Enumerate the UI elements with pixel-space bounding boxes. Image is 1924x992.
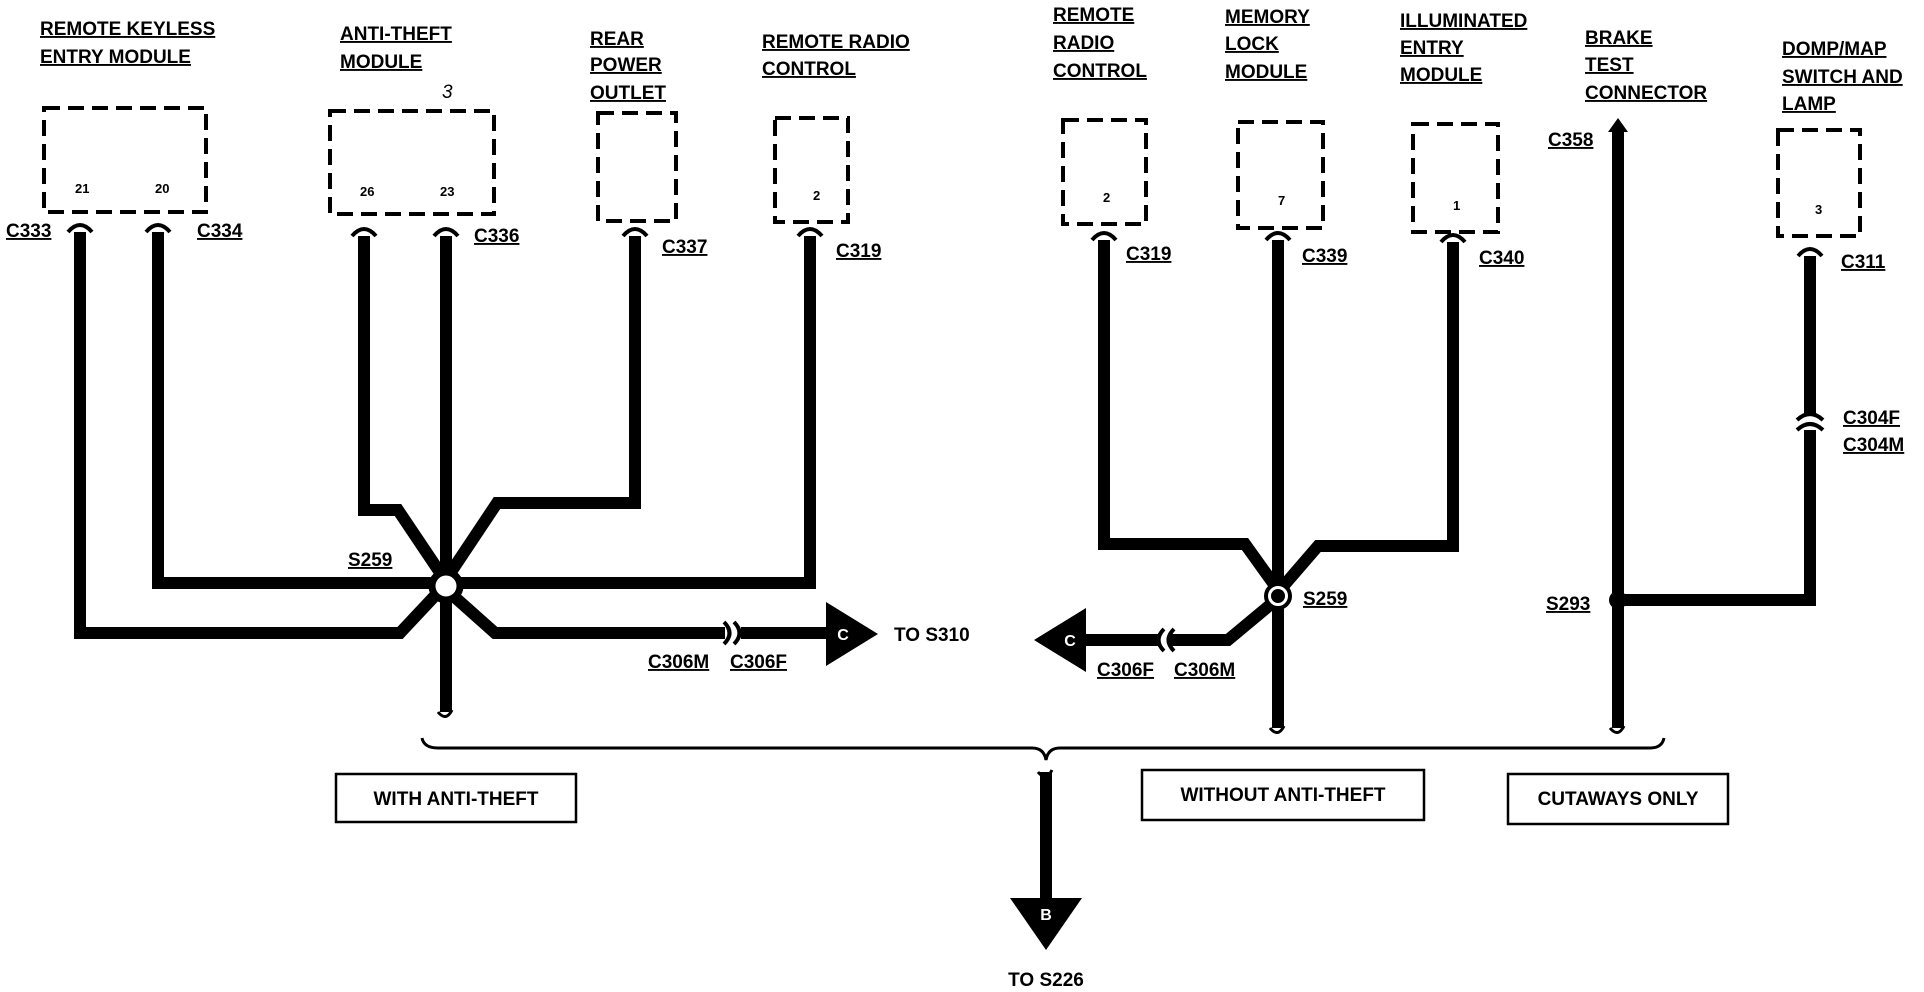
wires-cutaways [1608, 118, 1825, 734]
svg-text:REAR: REAR [590, 29, 644, 50]
connector-c337: C337 [662, 237, 707, 258]
connector-c340: C340 [1479, 248, 1524, 269]
remote-radio-control-right-box [1061, 118, 1148, 226]
to-s310-label: TO S310 [894, 625, 970, 646]
svg-text:SWITCH AND: SWITCH AND [1782, 67, 1903, 88]
svg-text:MODULE: MODULE [1400, 65, 1482, 86]
domp-map-switch-box [1776, 128, 1862, 238]
connector-c304f: C304F [1843, 408, 1900, 429]
svg-text:MODULE: MODULE [340, 52, 422, 73]
connector-c334: C334 [197, 221, 243, 242]
inline-c306m-right: C306M [1174, 660, 1235, 681]
title-memory-lock-module: MEMORY LOCK MODULE [1225, 7, 1310, 83]
pin-26: 26 [360, 184, 374, 199]
connector-c333: C333 [6, 221, 51, 242]
connector-c319-left: C319 [836, 241, 881, 262]
splice-s259-left: S259 [348, 550, 392, 571]
arrow-b-shape [1010, 898, 1082, 950]
svg-text:ANTI-THEFT: ANTI-THEFT [340, 24, 452, 45]
svg-text:TEST: TEST [1585, 55, 1634, 76]
inline-c306m-left: C306M [648, 652, 709, 673]
svg-text:RADIO: RADIO [1053, 33, 1114, 54]
title-brake-test-connector: BRAKE TEST CONNECTOR [1585, 28, 1707, 104]
group-cutaways-only: CUTAWAYS ONLY [1506, 772, 1730, 826]
pin-1: 1 [1453, 198, 1460, 213]
svg-text:CUTAWAYS ONLY: CUTAWAYS ONLY [1538, 789, 1699, 810]
inline-c306f-right: C306F [1097, 660, 1154, 681]
svg-text:BRAKE: BRAKE [1585, 28, 1653, 49]
title-domp-map-switch-and-lamp: DOMP/MAP SWITCH AND LAMP [1782, 39, 1903, 115]
illuminated-entry-module-box [1411, 122, 1500, 234]
wires-without-anti-theft [1080, 231, 1467, 734]
arrow-c-right-shape [826, 602, 878, 666]
svg-text:DOMP/MAP: DOMP/MAP [1782, 39, 1887, 60]
svg-text:ENTRY: ENTRY [1400, 38, 1464, 59]
title-remote-keyless-entry-module: REMOTE KEYLESS ENTRY MODULE [40, 19, 215, 68]
svg-text:ILLUMINATED: ILLUMINATED [1400, 11, 1527, 32]
memory-lock-module-box [1236, 120, 1325, 230]
group-without-anti-theft: WITHOUT ANTI-THEFT [1140, 768, 1426, 822]
title-anti-theft-module: ANTI-THEFT MODULE 3 [340, 24, 453, 103]
svg-text:LAMP: LAMP [1782, 94, 1836, 115]
arrow-b-letter: B [1040, 907, 1052, 924]
pin-3: 3 [1815, 202, 1822, 217]
svg-text:OUTLET: OUTLET [590, 83, 666, 104]
svg-text:REMOTE RADIO: REMOTE RADIO [762, 32, 910, 53]
svg-text:MEMORY: MEMORY [1225, 7, 1310, 28]
arrow-c-left-letter: C [1064, 633, 1076, 650]
connector-c336: C336 [474, 226, 519, 247]
pin-20: 20 [155, 181, 169, 196]
pin-7: 7 [1278, 193, 1285, 208]
svg-text:WITHOUT ANTI-THEFT: WITHOUT ANTI-THEFT [1180, 785, 1385, 806]
svg-text:CONTROL: CONTROL [1053, 61, 1147, 82]
connector-c311: C311 [1841, 252, 1886, 273]
title-remote-radio-control-left: REMOTE RADIO CONTROL [762, 32, 910, 80]
wires-with-anti-theft [66, 223, 830, 718]
svg-text:CONTROL: CONTROL [762, 59, 856, 80]
svg-text:WITH ANTI-THEFT: WITH ANTI-THEFT [374, 789, 539, 810]
splice-s259-right: S259 [1303, 589, 1347, 610]
arrow-c-left-shape [1034, 608, 1086, 672]
grouping-brace [420, 737, 1666, 761]
svg-text:ENTRY MODULE: ENTRY MODULE [40, 47, 191, 68]
title-remote-radio-control-right: REMOTE RADIO CONTROL [1053, 5, 1147, 82]
arrow-c-right-letter: C [837, 627, 849, 644]
anti-theft-module-box [328, 109, 496, 216]
pin-2-right: 2 [1103, 190, 1110, 205]
anti-theft-note: 3 [442, 82, 453, 103]
connector-c304m: C304M [1843, 435, 1904, 456]
rear-power-outlet-box [596, 111, 678, 223]
svg-text:REMOTE: REMOTE [1053, 5, 1134, 26]
connector-c339: C339 [1302, 246, 1347, 267]
connector-c319-right: C319 [1126, 244, 1171, 265]
remote-keyless-entry-module-box [42, 106, 208, 214]
svg-text:CONNECTOR: CONNECTOR [1585, 83, 1707, 104]
inline-c306f-left: C306F [730, 652, 787, 673]
connector-c358: C358 [1548, 130, 1593, 151]
svg-text:POWER: POWER [590, 55, 662, 76]
svg-text:LOCK: LOCK [1225, 34, 1279, 55]
splice-s293: S293 [1546, 594, 1590, 615]
group-with-anti-theft: WITH ANTI-THEFT [334, 772, 578, 824]
pin-2-left: 2 [813, 188, 820, 203]
to-s226-label: TO S226 [1008, 970, 1084, 991]
pin-23: 23 [440, 184, 454, 199]
title-rear-power-outlet: REAR POWER OUTLET [590, 29, 666, 104]
pin-21: 21 [75, 181, 89, 196]
remote-radio-control-left-box [773, 116, 850, 224]
svg-text:MODULE: MODULE [1225, 62, 1307, 83]
svg-text:REMOTE KEYLESS: REMOTE KEYLESS [40, 19, 215, 40]
title-illuminated-entry-module: ILLUMINATED ENTRY MODULE [1400, 11, 1527, 86]
